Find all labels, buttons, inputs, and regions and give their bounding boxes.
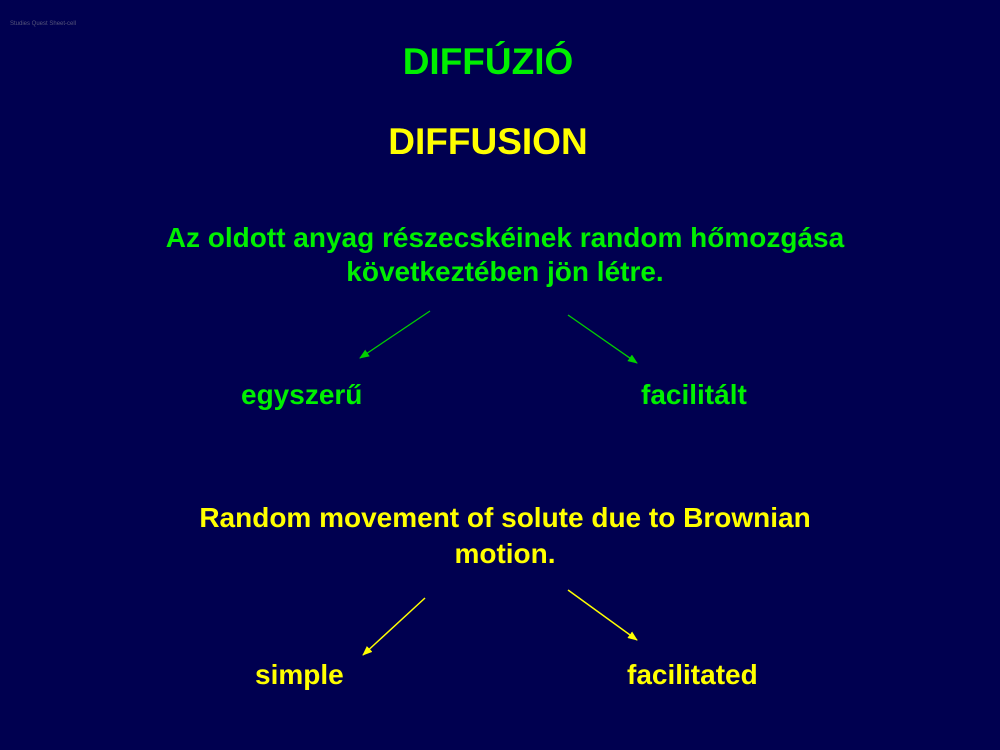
branch-label-facilitated-hungarian: facilitált	[641, 379, 747, 410]
description-english-line-2: motion.	[454, 538, 556, 569]
title-english: DIFFUSION	[388, 121, 588, 162]
description-english: Random movement of solute due to Brownia…	[5, 500, 1000, 572]
title-hungarian: DIFFÚZIÓ	[402, 41, 574, 82]
arrow-right-english	[567, 589, 638, 641]
branch-label-simple-english: simple	[255, 659, 344, 690]
watermark-text: Studies Quest Sheet-cell	[10, 21, 77, 27]
description-english-line-1: Random movement of solute due to Brownia…	[199, 502, 811, 533]
arrow-left-english	[362, 597, 426, 656]
description-hungarian: Az oldott anyag részecskéinek random hőm…	[5, 221, 1000, 289]
branch-label-facilitated-english: facilitated	[627, 659, 758, 690]
branch-label-simple-hungarian: egyszerű	[241, 379, 363, 410]
description-hungarian-line-1: Az oldott anyag részecskéinek random hőm…	[165, 222, 845, 253]
arrow-left-hungarian	[359, 310, 431, 359]
description-hungarian-line-2: következtében jön létre.	[346, 256, 664, 287]
arrow-right-hungarian	[567, 314, 638, 364]
